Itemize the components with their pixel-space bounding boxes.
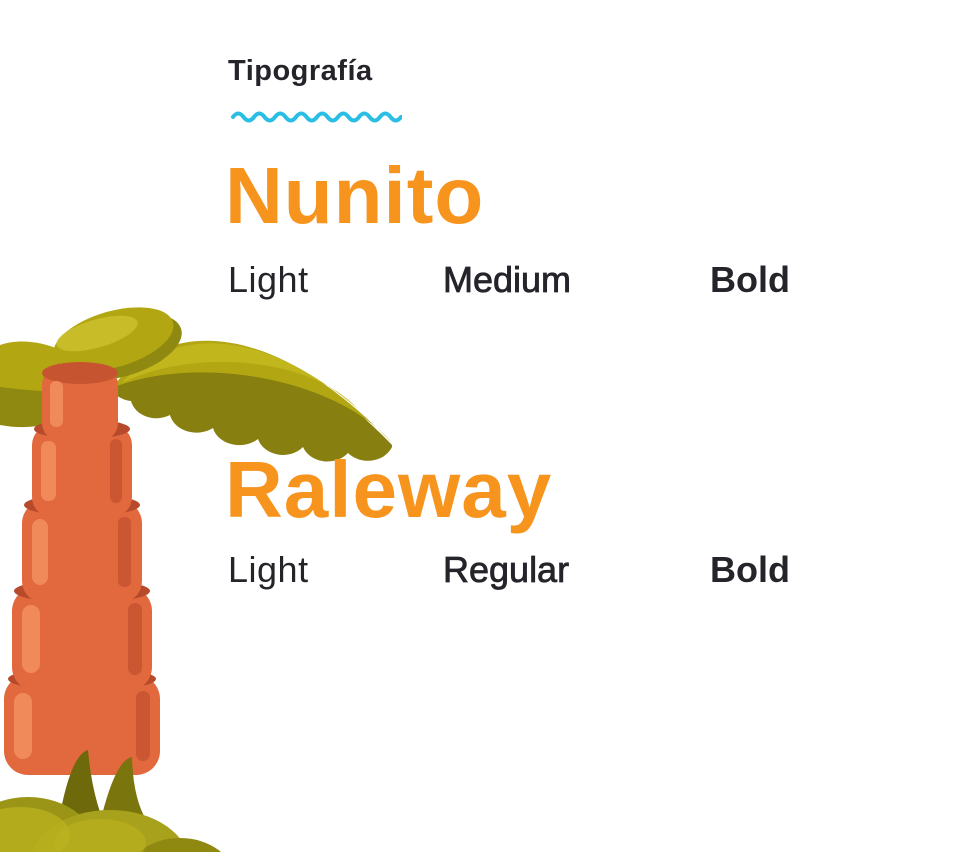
weight-sample-bold: Bold: [710, 259, 790, 300]
weights-row: Light Regular Bold: [0, 548, 960, 600]
palm-top-leaf-highlight: [56, 315, 138, 352]
palm-base-bushes: [0, 750, 221, 852]
palm-trunk: [4, 362, 160, 775]
page-title: Tipografía: [228, 55, 373, 87]
weight-sample-light: Light: [228, 549, 309, 590]
palm-right-frond: [112, 340, 392, 443]
palm-right-frond-highlight: [122, 343, 358, 409]
weight-sample-bold: Bold: [710, 549, 790, 590]
palm-tree-illustration: [0, 307, 392, 852]
wave-underline-icon: [231, 111, 402, 123]
weights-row: Light Medium Bold: [0, 258, 960, 310]
weight-sample-regular: Regular: [443, 549, 570, 591]
typeface-name: Raleway: [225, 445, 553, 534]
weight-sample-medium: Medium: [443, 259, 572, 301]
typeface-name: Nunito: [225, 151, 485, 240]
weight-sample-light: Light: [228, 259, 309, 300]
